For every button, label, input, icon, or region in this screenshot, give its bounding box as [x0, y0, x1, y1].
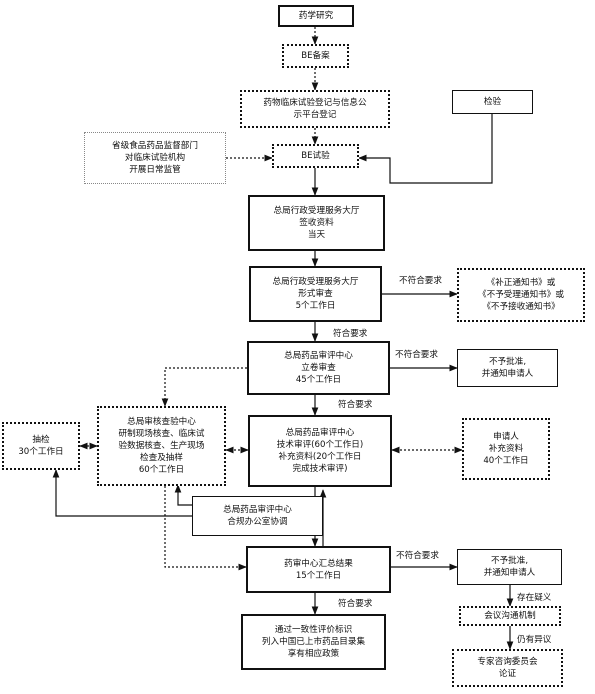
node-line: 药审中心汇总结果 — [284, 558, 353, 569]
node-line: 总局药品审评中心 — [285, 428, 355, 438]
node-line: 当天 — [307, 230, 326, 240]
node-sampling-test: 抽检 30个工作日 — [2, 422, 80, 470]
node-line: BE试验 — [301, 151, 330, 161]
node-trial-registration: 药物临床试验登记与信息公示平台登记 — [240, 90, 390, 128]
node-drug-research: 药学研究 — [278, 5, 354, 27]
node-line: 《不予受理通知书》或 — [478, 290, 564, 300]
node-inspection: 检验 — [452, 90, 533, 114]
node-line: 30个工作日 — [18, 447, 64, 457]
label-compliant-2: 符合要求 — [337, 400, 374, 411]
node-line: 开展日常监管 — [129, 165, 181, 175]
node-coordination-office: 总局药品审评中心合规办公室协调 — [192, 496, 323, 536]
node-line: 享有相应政策 — [287, 649, 340, 659]
node-reject-1: 不予批准, 并通知申请人 — [457, 349, 558, 387]
arrow-inspection-to-summary — [164, 486, 247, 571]
node-consultation-mechanism: 会议沟通机制 — [459, 606, 561, 626]
node-correction-notice: 《补正通知书》或《不予受理通知书》或《不予接收通知书》 — [457, 268, 585, 322]
node-line: 完成技术审评) — [292, 464, 348, 474]
label-noncompliant-1: 不符合要求 — [398, 276, 443, 287]
node-line: 60个工作日 — [138, 465, 185, 475]
node-line: 签收资料 — [299, 218, 334, 228]
node-line: 对临床试验机构 — [124, 153, 186, 163]
node-line: 40个工作日 — [483, 456, 529, 466]
label-noncompliant-3: 不符合要求 — [395, 551, 440, 562]
node-line: 检查及抽样 — [140, 453, 183, 463]
node-line: 申请人 — [493, 432, 519, 442]
label-noncompliant-2: 不符合要求 — [394, 350, 439, 361]
node-line: 补充资料 — [488, 444, 524, 454]
node-line: 验数据核查、生产现场 — [118, 441, 205, 451]
node-line: 示平台登记 — [293, 110, 337, 120]
node-line: 技术审评(60个工作日) — [276, 440, 364, 450]
node-line: 补充资料(20个工作日 — [278, 452, 362, 462]
node-line: 不予批准, — [490, 556, 529, 566]
node-line: 合规办公室协调 — [227, 517, 288, 527]
node-line: 《补正通知书》或 — [486, 278, 556, 288]
node-line: 总局行政受理服务大厅 — [272, 277, 359, 287]
node-line: 检验 — [483, 97, 502, 107]
node-line: 不予批准, — [488, 357, 527, 367]
arrow-filing-to-inspection — [161, 367, 247, 407]
label-has-objection: 存在疑义 — [516, 593, 553, 604]
node-cde-filing-review: 总局药品审评中心立卷审查 45个工作日 — [247, 341, 390, 395]
node-line: BE备案 — [301, 51, 330, 61]
node-be-trial: BE试验 — [272, 144, 359, 168]
arrow-inspection-to-be-trial — [358, 114, 493, 184]
node-line: 5个工作日 — [295, 301, 336, 311]
node-line: 总局药品审评中心 — [284, 351, 353, 361]
node-line: 形式审查 — [298, 289, 333, 299]
node-line: 论证 — [498, 669, 517, 679]
node-line: 药学研究 — [298, 11, 334, 21]
node-formal-review: 总局行政受理服务大厅形式审查 5个工作日 — [249, 266, 382, 322]
node-provincial-supervision: 省级食品药品监督部门对临床试验机构开展日常监管 — [84, 132, 226, 184]
node-line: 通过一致性评价标识 — [274, 625, 353, 635]
node-line: 总局药品审评中心 — [223, 505, 292, 515]
node-approval-result: 通过一致性评价标识列入中国已上市药品目录集享有相应政策 — [241, 614, 386, 670]
node-be-record: BE备案 — [282, 44, 349, 68]
label-still-objection: 仍有异议 — [516, 635, 553, 646]
node-line: 《不予接收通知书》 — [482, 302, 560, 312]
node-line: 立卷审查 — [301, 363, 336, 373]
arrow-coord-to-inspection — [174, 484, 192, 506]
node-line: 列入中国已上市药品目录集 — [261, 637, 366, 647]
node-admin-reception: 总局行政受理服务大厅签收资料当天 — [248, 195, 385, 251]
node-line: 15个工作日 — [295, 570, 342, 581]
node-line: 总局审核查验中心 — [127, 417, 196, 427]
node-line: 总局行政受理服务大厅 — [273, 206, 360, 216]
node-applicant-supplement: 申请人补充资料 40个工作日 — [462, 418, 550, 480]
node-technical-review: 总局药品审评中心技术审评(60个工作日) 补充资料(20个工作日完成技术审评) — [248, 415, 392, 487]
node-line: 药物临床试验登记与信息公 — [263, 98, 367, 108]
label-compliant-3: 符合要求 — [337, 599, 374, 610]
node-line: 45个工作日 — [295, 375, 342, 385]
node-reject-2: 不予批准, 并通知申请人 — [457, 549, 562, 585]
label-compliant-1: 符合要求 — [332, 329, 369, 340]
node-line: 抽检 — [32, 435, 50, 445]
node-line: 省级食品药品监督部门 — [112, 141, 198, 151]
node-line: 并通知申请人 — [483, 568, 536, 578]
arrow-coord-to-sampling — [52, 469, 192, 517]
node-expert-committee: 专家咨询委员会论证 — [452, 649, 563, 687]
node-line: 并通知申请人 — [481, 369, 534, 379]
node-line: 专家咨询委员会 — [477, 657, 538, 667]
node-line: 研制现场核查、临床试 — [118, 429, 205, 439]
node-line: 会议沟通机制 — [484, 611, 536, 621]
node-cfdi-inspection: 总局审核查验中心研制现场核查、临床试验数据核查、生产现场检查及抽样 60个工作日 — [97, 406, 226, 486]
